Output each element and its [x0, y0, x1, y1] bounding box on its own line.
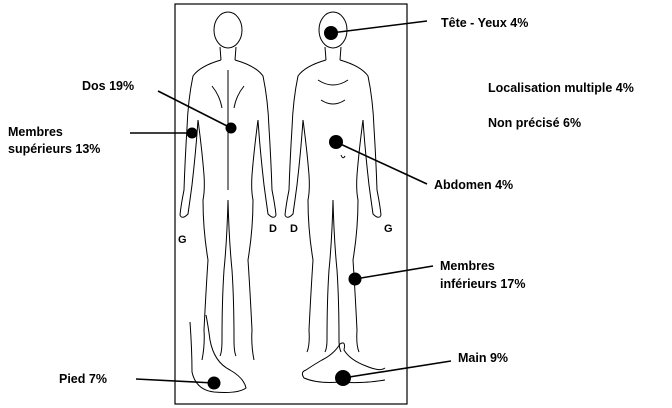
label-dos: Dos 19%: [82, 78, 134, 95]
leader-dos: [158, 91, 231, 128]
label-membres-inferieurs-line2: inférieurs 17%: [440, 276, 525, 293]
label-tete-yeux: Tête - Yeux 4%: [441, 15, 528, 32]
location-dots: [187, 26, 362, 390]
leader-lines: [130, 21, 451, 383]
figure-front: [285, 12, 381, 352]
label-membres-superieurs-line2: supérieurs 13%: [8, 141, 100, 158]
label-non-precise: Non précisé 6%: [488, 115, 581, 132]
label-main: Main 9%: [458, 350, 508, 367]
side-letter-d-front: D: [290, 223, 298, 235]
side-letter-g-back: G: [178, 234, 187, 246]
label-pied: Pied 7%: [59, 371, 107, 388]
label-abdomen: Abdomen 4%: [434, 177, 513, 194]
label-membres-inferieurs-line1: Membres: [440, 258, 495, 275]
label-membres-superieurs-line1: Membres: [8, 124, 63, 141]
side-letter-g-front: G: [384, 223, 393, 235]
label-localisation-multiple: Localisation multiple 4%: [488, 80, 634, 97]
leader-abdomen: [336, 142, 427, 184]
leader-membres-inferieurs: [355, 266, 433, 279]
side-letter-d-back: D: [269, 223, 277, 235]
figure-back: [180, 12, 276, 360]
